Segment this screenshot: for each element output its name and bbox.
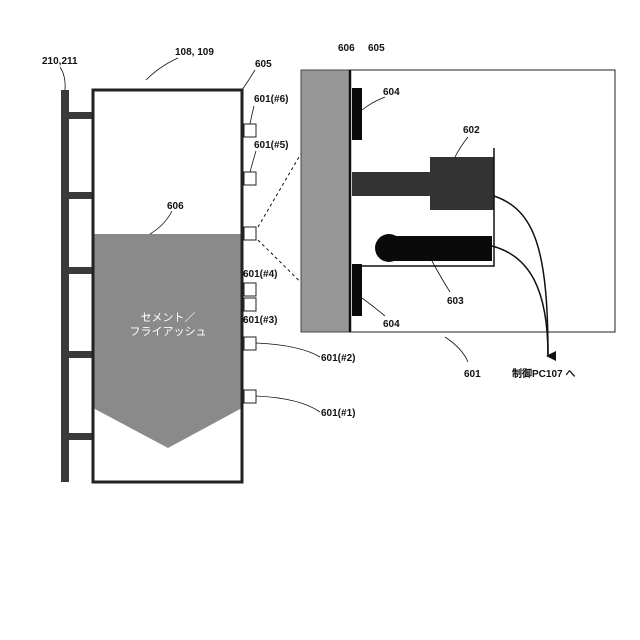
detail-device-602 [430,157,494,210]
sensor-box-5 [244,172,256,185]
sensor-box-6 [244,124,256,137]
label-sensor-3: 601(#3) [243,315,277,326]
sensor-boxes [244,124,256,403]
sensor-box-4 [244,227,256,240]
label-sensor-5: 601(#5) [254,140,288,151]
detail-window-top [352,88,362,140]
label-ladder: 210,211 [42,56,78,67]
label-detail-window-top: 604 [383,87,400,98]
label-material: 606 [167,201,184,212]
label-output: 制御PC107 へ [512,367,575,380]
ladder-rail [61,90,69,482]
label-sensor-1: 601(#1) [321,408,355,419]
cement-material [93,234,242,448]
sensor-box-3a [244,283,256,296]
label-detail-cable: 603 [447,296,464,307]
silo [93,90,242,482]
label-wall: 605 [255,59,272,70]
material-name-line2: フライアッシュ [130,325,207,338]
ladder-structure [61,90,94,482]
detail-sensor-lens [375,234,403,262]
label-detail-window-bottom: 604 [383,319,400,330]
ladder-rung [69,351,94,358]
detail-material-wall [301,70,350,332]
label-sensor-2: 601(#2) [321,353,355,364]
sensor-box-3b [244,298,256,311]
label-detail-device: 602 [463,125,480,136]
sensor-box-1 [244,390,256,403]
ladder-rung [69,112,94,119]
ladder-rung [69,433,94,440]
label-sensor-6: 601(#6) [254,94,288,105]
label-silo: 108, 109 [175,47,214,58]
material-name-line1: セメント／ [141,311,196,324]
ladder-rung [69,192,94,199]
label-sensor-4: 601(#4) [243,269,277,280]
label-detail-material: 606 [338,43,355,54]
sensor-box-2 [244,337,256,350]
detail-bracket [352,172,430,196]
detail-window-bottom [352,264,362,316]
label-detail-box: 601 [464,369,481,380]
detail-panel [301,70,615,332]
ladder-rung [69,267,94,274]
label-detail-wall: 605 [368,43,385,54]
